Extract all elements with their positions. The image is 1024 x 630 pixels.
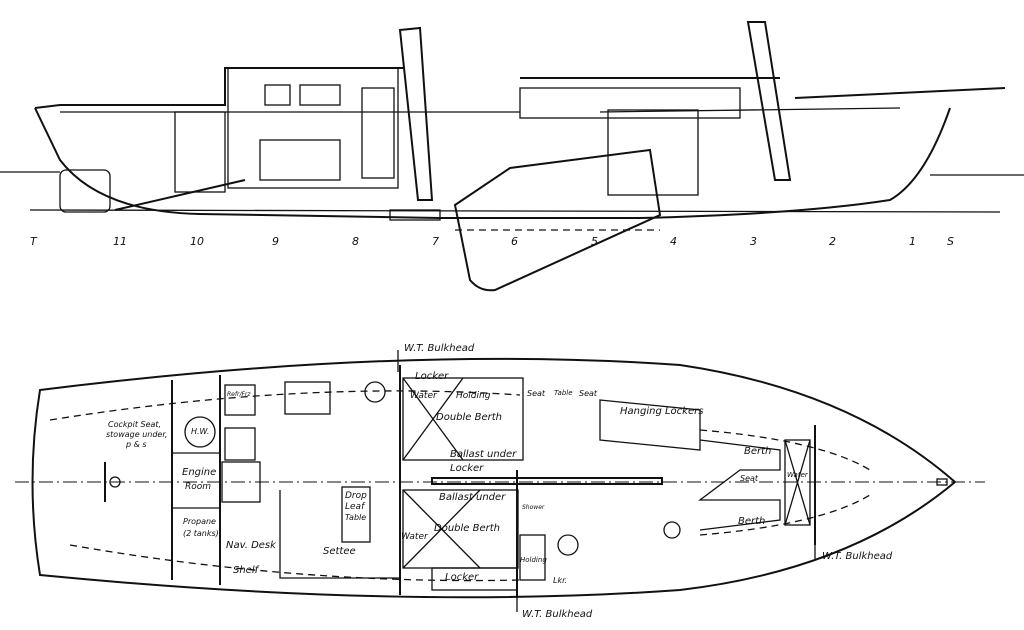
nav-desk-label: Nav. Desk <box>226 540 276 551</box>
station-label: 3 <box>750 235 757 248</box>
station-label: 6 <box>511 235 518 248</box>
double-berth-label: Double Berth <box>434 523 500 534</box>
shelf-label: Shelf <box>233 565 259 576</box>
station-label: 4 <box>670 235 677 248</box>
profile-view <box>0 21 1024 292</box>
engine-label: Engine <box>182 467 217 478</box>
locker-label: Locker <box>445 572 479 583</box>
locker-label: Locker <box>450 463 484 474</box>
seat-label: Seat <box>527 389 546 398</box>
station-label: 1 <box>909 235 916 248</box>
station-label: T <box>30 235 37 248</box>
station-label: 5 <box>591 235 598 248</box>
berth-label: Berth <box>738 516 766 527</box>
ballast-label: Ballast under <box>450 449 517 460</box>
locker-label: Locker <box>415 371 449 382</box>
station-label: S <box>947 235 954 248</box>
stowage-label: stowage under, <box>106 430 168 439</box>
double-berth-label: Double Berth <box>436 412 502 423</box>
holding-tank-label: Holding <box>520 556 547 564</box>
locker-small-label: Lkr. <box>553 576 568 585</box>
drop-leaf-table-label: Drop <box>345 491 367 501</box>
table-label: Table <box>554 389 573 397</box>
water-tank-label: Water <box>401 532 428 542</box>
station-label: 9 <box>272 235 279 248</box>
propane-label: Propane <box>183 517 216 526</box>
holding-tank-label: Holding <box>456 391 491 401</box>
station-label: 8 <box>352 235 359 248</box>
station-label: 7 <box>432 235 439 248</box>
water-tank-label: Water <box>410 391 437 401</box>
wt-bulkhead-label: W.T. Bulkhead <box>404 343 475 354</box>
settee-label: Settee <box>323 546 356 557</box>
ps-label: p & s <box>126 440 147 449</box>
drop-leaf-table-label: Leaf <box>345 502 365 512</box>
wt-bulkhead-label: W.T. Bulkhead <box>522 609 593 620</box>
station-label: 10 <box>190 235 204 248</box>
ballast-label: Ballast under <box>439 492 506 503</box>
station-label: 2 <box>829 235 836 248</box>
seat-label: Seat <box>579 389 598 398</box>
water-tank-label: Water <box>787 471 808 479</box>
room-label: Room <box>185 482 212 492</box>
tanks-label: (2 tanks) <box>183 529 219 538</box>
refrigerator-label: Refr/Frz <box>227 391 251 398</box>
cockpit-seat-label: Cockpit Seat, <box>108 420 162 429</box>
shower-label: Shower <box>522 504 545 511</box>
hw-label: H.W. <box>191 427 210 436</box>
drop-leaf-table-label: Table <box>345 513 367 522</box>
berth-label: Berth <box>744 446 772 457</box>
plan-view <box>15 350 985 612</box>
station-label: 11 <box>113 235 127 248</box>
wt-bulkhead-label: W.T. Bulkhead <box>822 551 893 562</box>
hanging-lockers-label: Hanging Lockers <box>620 406 704 417</box>
seat-label: Seat <box>740 474 759 483</box>
